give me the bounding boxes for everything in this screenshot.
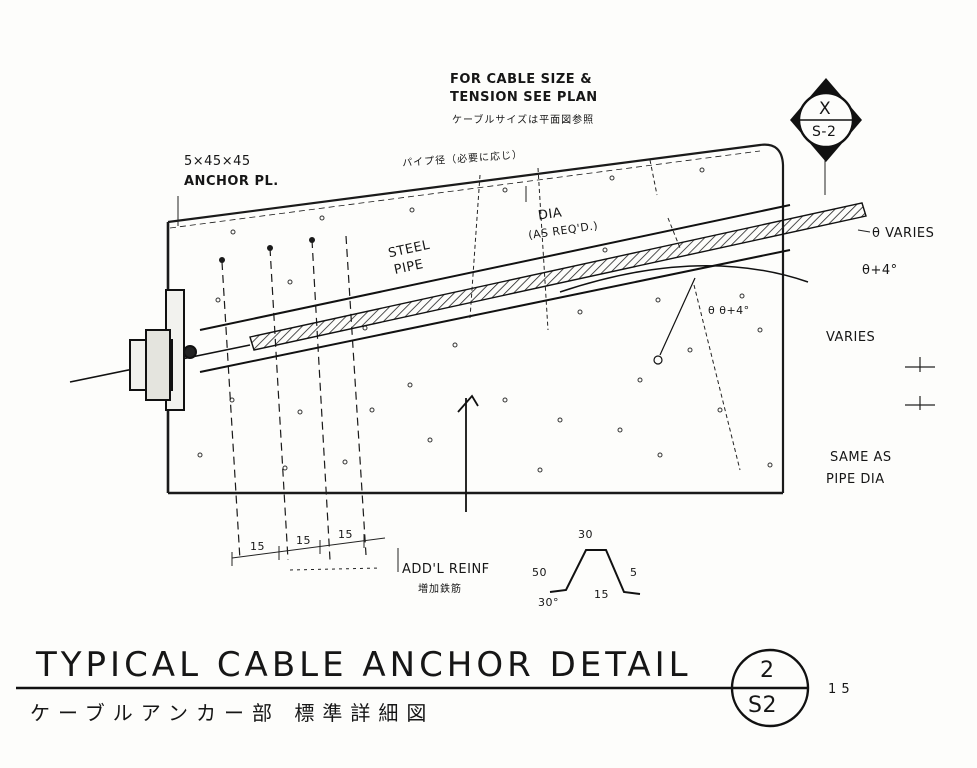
anchor-plate-label: ANCHOR PL. bbox=[184, 174, 279, 189]
bend-dim-right: 5 bbox=[630, 566, 638, 579]
cable-note-line2: TENSION SEE PLAN bbox=[450, 90, 598, 105]
cable-curve bbox=[559, 265, 809, 293]
addl-reinf-jp: 増加鉄筋 bbox=[418, 584, 462, 595]
spacing-dimension bbox=[231, 534, 386, 571]
spacing-dim-a: 15 bbox=[250, 540, 265, 553]
spacing-dim-b: 15 bbox=[296, 534, 311, 547]
detail-bubble-shape bbox=[730, 648, 810, 728]
steel-pipe bbox=[199, 204, 791, 373]
theta-varies-note: θ VARIES bbox=[872, 226, 935, 241]
rebar-verticals bbox=[221, 235, 367, 561]
detail-number: 2 bbox=[760, 658, 775, 683]
deviation-arrow bbox=[653, 277, 696, 365]
rebar-heads bbox=[219, 237, 315, 263]
anchor-plate bbox=[129, 289, 197, 411]
theta-pair-note: θ θ+4° bbox=[708, 304, 750, 317]
bend-dim-base: 15 bbox=[594, 588, 609, 601]
section-marker-sheet: S-2 bbox=[812, 124, 837, 140]
anchor-plate-size: 5×45×45 bbox=[184, 154, 251, 169]
cable-note-jp: ケーブルサイズは平面図参照 bbox=[452, 115, 595, 126]
scale-label: 1 5 bbox=[828, 682, 851, 697]
detail-sheet: S2 bbox=[748, 693, 777, 718]
bent-bar-shape bbox=[549, 549, 641, 595]
spacing-dim-c: 15 bbox=[338, 528, 353, 541]
concrete-block bbox=[166, 143, 785, 495]
cable-hatched bbox=[249, 202, 867, 351]
detail-subtitle-jp: ケーブルアンカー部 標準詳細図 bbox=[30, 701, 435, 725]
break-line bbox=[457, 394, 479, 512]
section-marker-letter: X bbox=[819, 99, 832, 119]
bend-dim-left: 50 bbox=[532, 566, 547, 579]
same-as-note-2: PIPE DIA bbox=[826, 472, 885, 487]
same-as-note-1: SAME AS bbox=[830, 450, 892, 465]
section-marker-shape bbox=[790, 78, 862, 162]
detail-title: TYPICAL CABLE ANCHOR DETAIL bbox=[36, 645, 692, 685]
elevation-marks bbox=[905, 357, 935, 410]
bend-dim-top: 30 bbox=[578, 528, 593, 541]
theta-plus4-note: θ+4° bbox=[862, 263, 898, 278]
addl-reinf-label: ADD'L REINF bbox=[402, 562, 490, 577]
pipe-dim-lines bbox=[469, 159, 741, 471]
cable-note-line1: FOR CABLE SIZE & bbox=[450, 72, 593, 87]
concrete-stipple bbox=[197, 167, 773, 473]
bend-dim-angle: 30° bbox=[538, 596, 559, 609]
varies-note: VARIES bbox=[826, 330, 876, 345]
